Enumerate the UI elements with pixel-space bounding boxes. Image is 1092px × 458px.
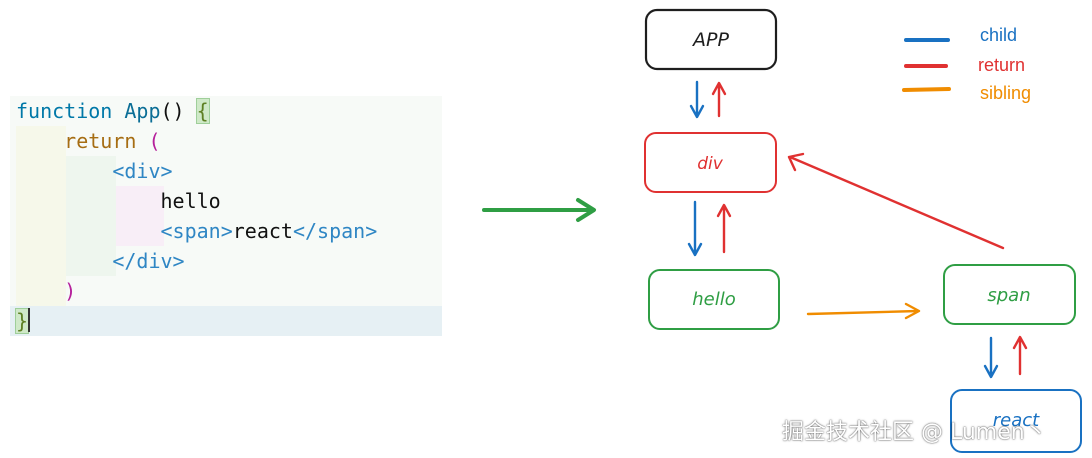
return-arrow-span-div <box>787 152 1005 250</box>
code-token: react <box>232 219 293 243</box>
code-token: hello <box>16 189 221 213</box>
node-span: span <box>943 264 1076 325</box>
node-div: div <box>644 132 777 193</box>
return-arrow-react-span <box>1012 335 1028 376</box>
code-token: { <box>195 98 210 124</box>
legend-sibling-label: sibling <box>980 83 1032 103</box>
code-token: } <box>14 308 30 334</box>
code-token: ) <box>64 279 77 303</box>
code-token: App <box>124 99 161 123</box>
indent-guide-3 <box>116 186 164 246</box>
node-hello-label: hello <box>692 289 736 310</box>
code-token: function <box>16 99 113 123</box>
code-line: <div> <box>16 156 377 186</box>
code-token: () <box>160 99 197 123</box>
node-app-label: APP <box>691 29 729 51</box>
child-arrow-div-hello <box>687 200 703 257</box>
code-token: </span> <box>292 219 378 243</box>
sibling-arrow-hello-span <box>806 302 921 320</box>
current-line-highlight <box>10 306 442 336</box>
code-line: ) <box>16 276 377 306</box>
node-span-label: span <box>987 285 1030 306</box>
node-react-label: react <box>993 410 1040 431</box>
legend-child-label: child <box>980 25 1018 45</box>
code-line: hello <box>16 186 377 216</box>
node-div-label: div <box>697 154 724 174</box>
code-line: </div> <box>16 246 377 276</box>
indent-guide-1 <box>16 126 66 306</box>
code-line: } <box>14 306 377 336</box>
node-app: APP <box>644 8 778 71</box>
return-arrow-div-app <box>711 81 727 118</box>
code-token: <span> <box>160 219 233 243</box>
node-hello: hello <box>648 269 780 330</box>
node-react: react <box>950 389 1082 453</box>
child-arrow-app-div <box>689 80 705 119</box>
legend-return-label: return <box>978 55 1026 75</box>
code-token: ( <box>148 129 161 153</box>
watermark: 掘金技术社区 @ Lumen丶 <box>782 420 1047 445</box>
return-arrow-hello-div <box>716 203 732 254</box>
code-token: </div> <box>112 249 185 273</box>
code-editor-panel: function App() { return ( <div> hello <s… <box>10 96 442 336</box>
code-line: <span>react</span> <box>16 216 378 246</box>
code-token: return <box>64 129 137 153</box>
code-line: return ( <box>16 126 377 156</box>
indent-guide-2 <box>66 156 116 276</box>
code-token: <div> <box>112 159 173 183</box>
legend-sibling-line <box>902 87 951 92</box>
transform-arrow <box>482 198 596 222</box>
text-caret <box>28 308 30 332</box>
code-block: function App() { return ( <div> hello <s… <box>14 96 378 336</box>
child-arrow-span-react <box>983 336 999 379</box>
code-line: function App() { <box>16 96 377 126</box>
